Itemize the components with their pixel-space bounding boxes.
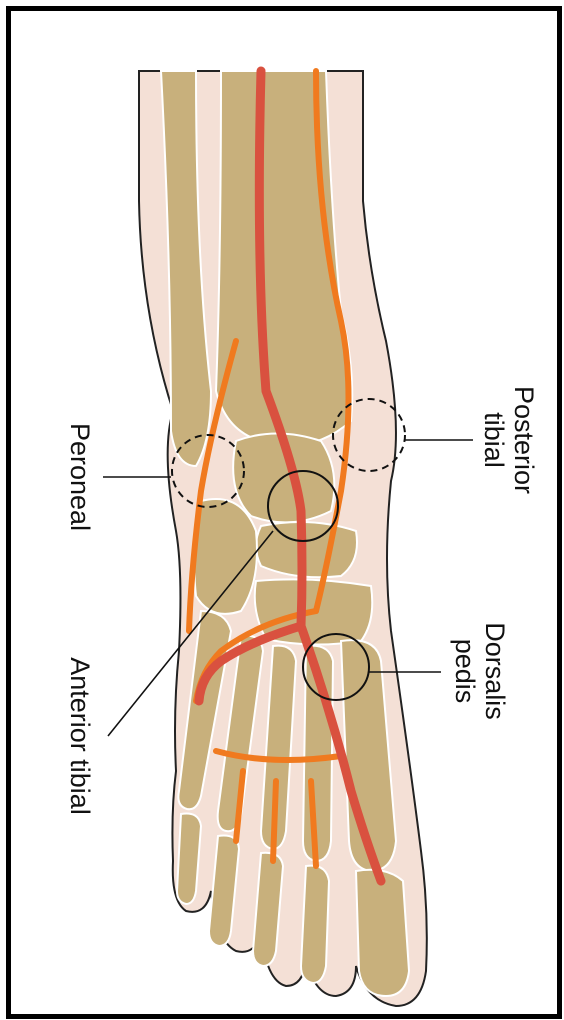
phalanx-big-toe [356, 870, 409, 996]
figure-frame: Peroneal Anterior tibial Posterior tibia… [6, 6, 562, 1019]
digital-artery-2 [273, 781, 276, 861]
posterior-tibial-label-line2: tibial [479, 412, 509, 468]
cuboid-bone [194, 499, 257, 614]
dorsalis-pedis-label-line1: Dorsalis [480, 622, 510, 720]
foot-arteries-diagram: Peroneal Anterior tibial Posterior tibia… [11, 11, 557, 1014]
phalanx-toe-2 [301, 866, 329, 983]
posterior-tibial-label-line1: Posterior [509, 386, 539, 494]
anterior-tibial-label: Anterior tibial [65, 657, 95, 815]
peroneal-label: Peroneal [65, 423, 95, 531]
dorsalis-pedis-label-line2: pedis [450, 639, 480, 704]
